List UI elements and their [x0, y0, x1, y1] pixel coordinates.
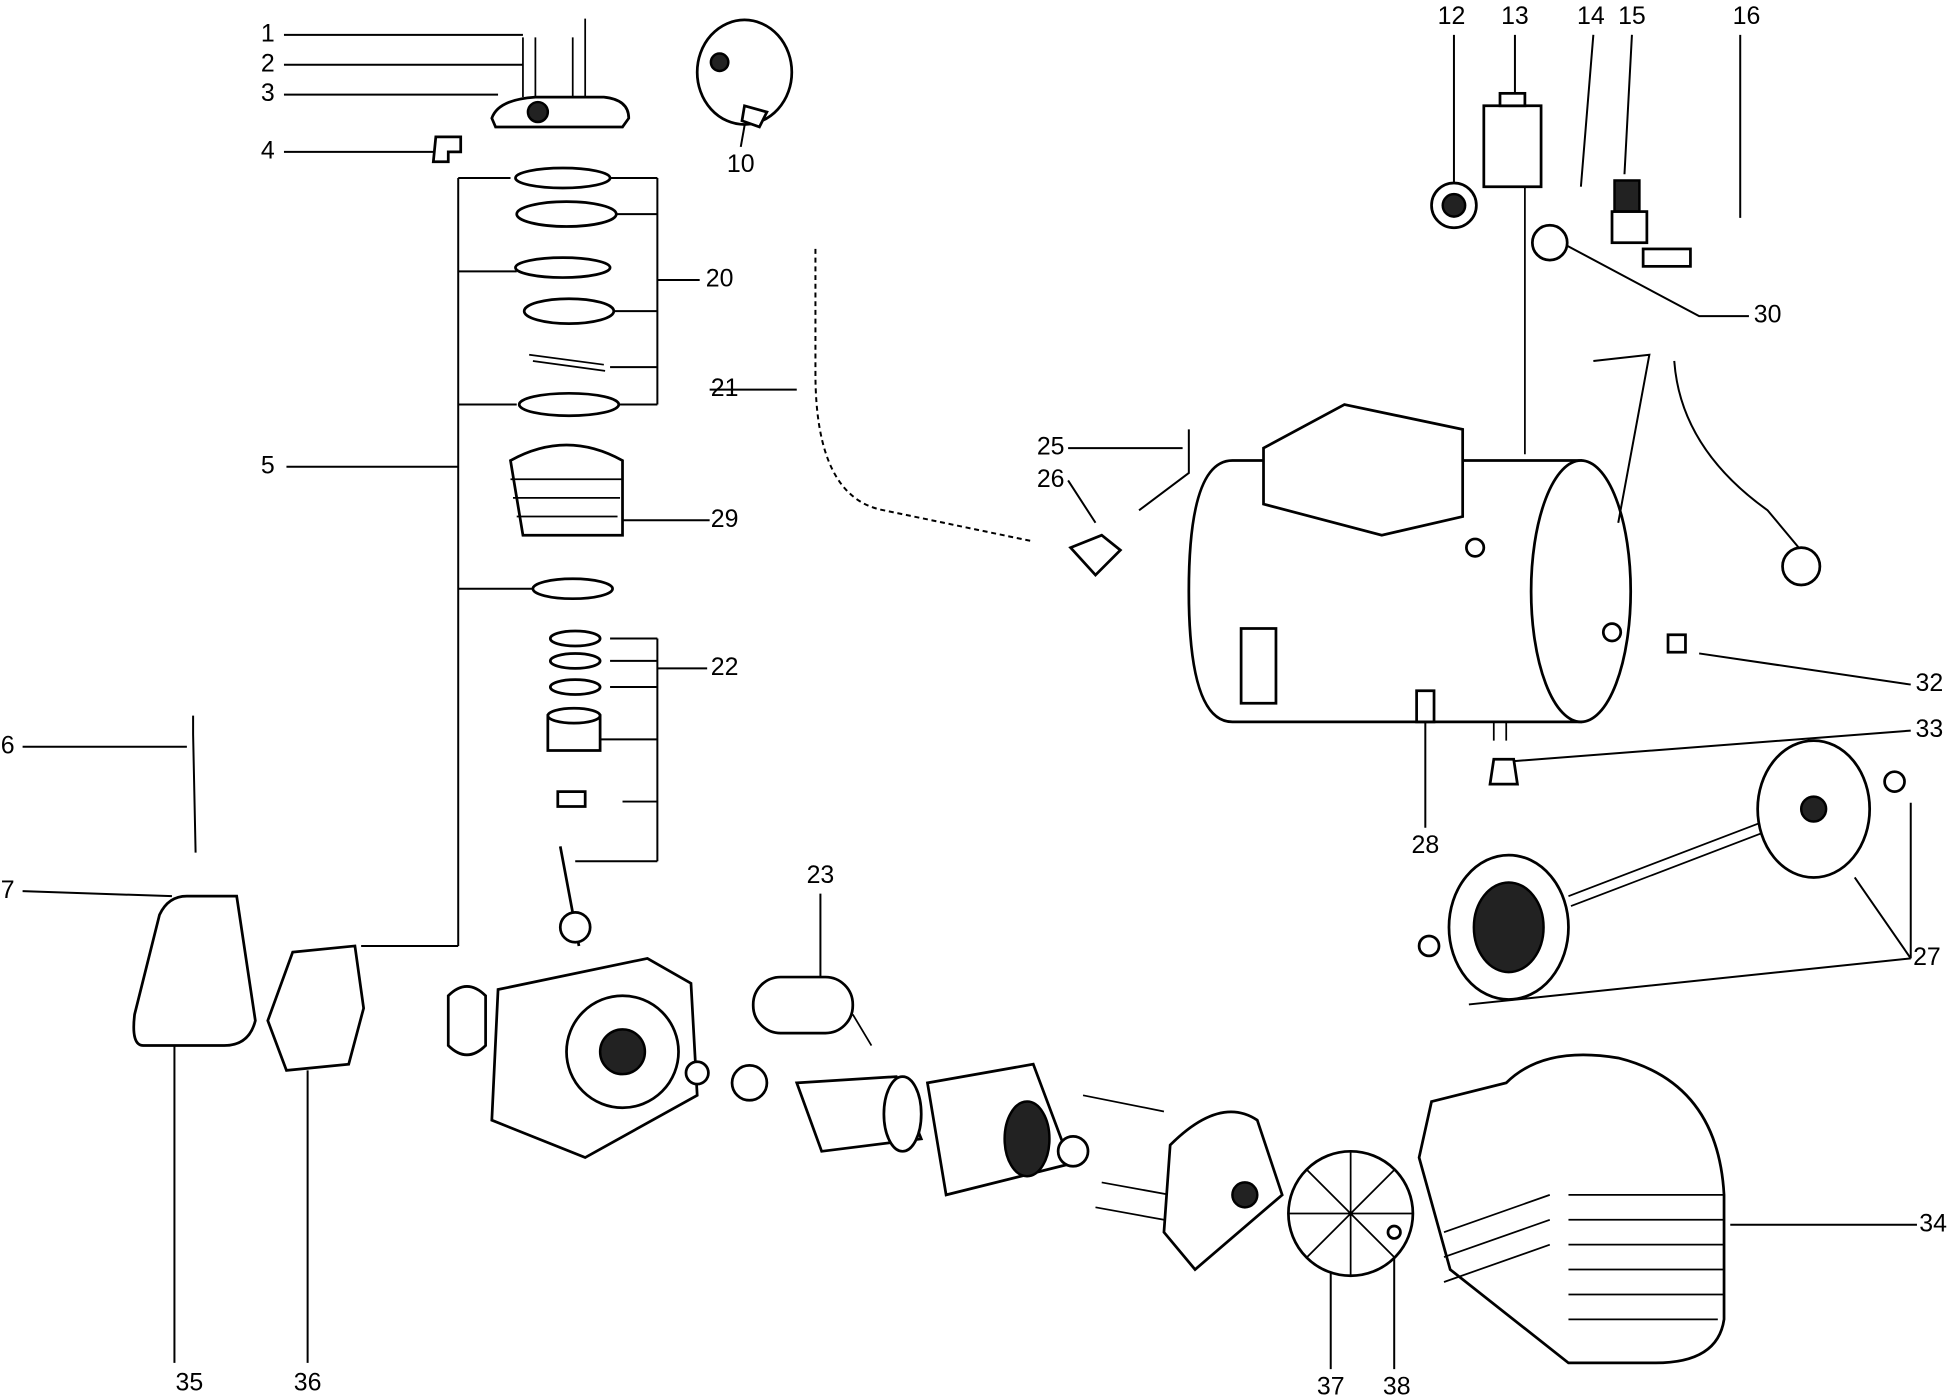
air-tank [1187, 353, 1822, 741]
dipstick [192, 715, 197, 853]
label-27: 27 [1913, 943, 1941, 971]
crankcase [446, 956, 699, 1160]
label-36: 36 [294, 1369, 322, 1397]
label-14: 14 [1577, 2, 1605, 30]
washer [684, 1060, 710, 1086]
label-1: 1 [261, 19, 275, 47]
air-filter [695, 18, 794, 129]
label-35: 35 [176, 1369, 204, 1397]
wheel-kit [1417, 739, 1906, 1001]
discharge-tube [1138, 429, 1190, 512]
drain-valve [1415, 689, 1436, 724]
label-30: 30 [1754, 301, 1782, 329]
label-5: 5 [261, 451, 275, 479]
elbow-fitting [431, 135, 463, 164]
leader-lines [22, 33, 1917, 1370]
label-20: 20 [706, 265, 734, 293]
label-12: 12 [1438, 2, 1466, 30]
side-cover [132, 894, 257, 1047]
label-25: 25 [1037, 433, 1065, 461]
label-34: 34 [1919, 1209, 1947, 1237]
stator [925, 1062, 1171, 1221]
label-26: 26 [1037, 465, 1065, 493]
bearing [730, 1064, 769, 1102]
label-28: 28 [1411, 831, 1439, 859]
drain-plug [1666, 633, 1687, 654]
motor-end-bracket [1162, 1110, 1284, 1272]
label-10: 10 [727, 150, 755, 178]
cover-gasket [266, 944, 366, 1072]
cylinder-head [490, 18, 631, 129]
label-6: 6 [1, 731, 15, 759]
label-29: 29 [711, 505, 739, 533]
label-21: 21 [711, 374, 739, 402]
label-22: 22 [711, 653, 739, 681]
label-13: 13 [1501, 2, 1529, 30]
label-38: 38 [1383, 1372, 1411, 1399]
rubber-foot [1488, 757, 1520, 786]
piston-assembly [546, 629, 602, 947]
label-7: 7 [1, 876, 15, 904]
capacitor [751, 975, 873, 1046]
rotor [794, 1075, 924, 1153]
label-15: 15 [1618, 2, 1646, 30]
gaskets-valves [514, 166, 621, 418]
fan-shroud [1417, 1053, 1726, 1365]
label-2: 2 [261, 49, 275, 77]
label-3: 3 [261, 79, 275, 107]
pressure-switch [1430, 91, 1692, 455]
label-4: 4 [261, 136, 275, 164]
label-33: 33 [1916, 715, 1944, 743]
label-32: 32 [1916, 669, 1944, 697]
air-hose [814, 248, 1123, 578]
cooling-fan [1287, 1149, 1415, 1278]
label-16: 16 [1733, 2, 1761, 30]
cylinder [508, 443, 624, 601]
label-37: 37 [1317, 1372, 1345, 1399]
label-23: 23 [807, 861, 835, 889]
